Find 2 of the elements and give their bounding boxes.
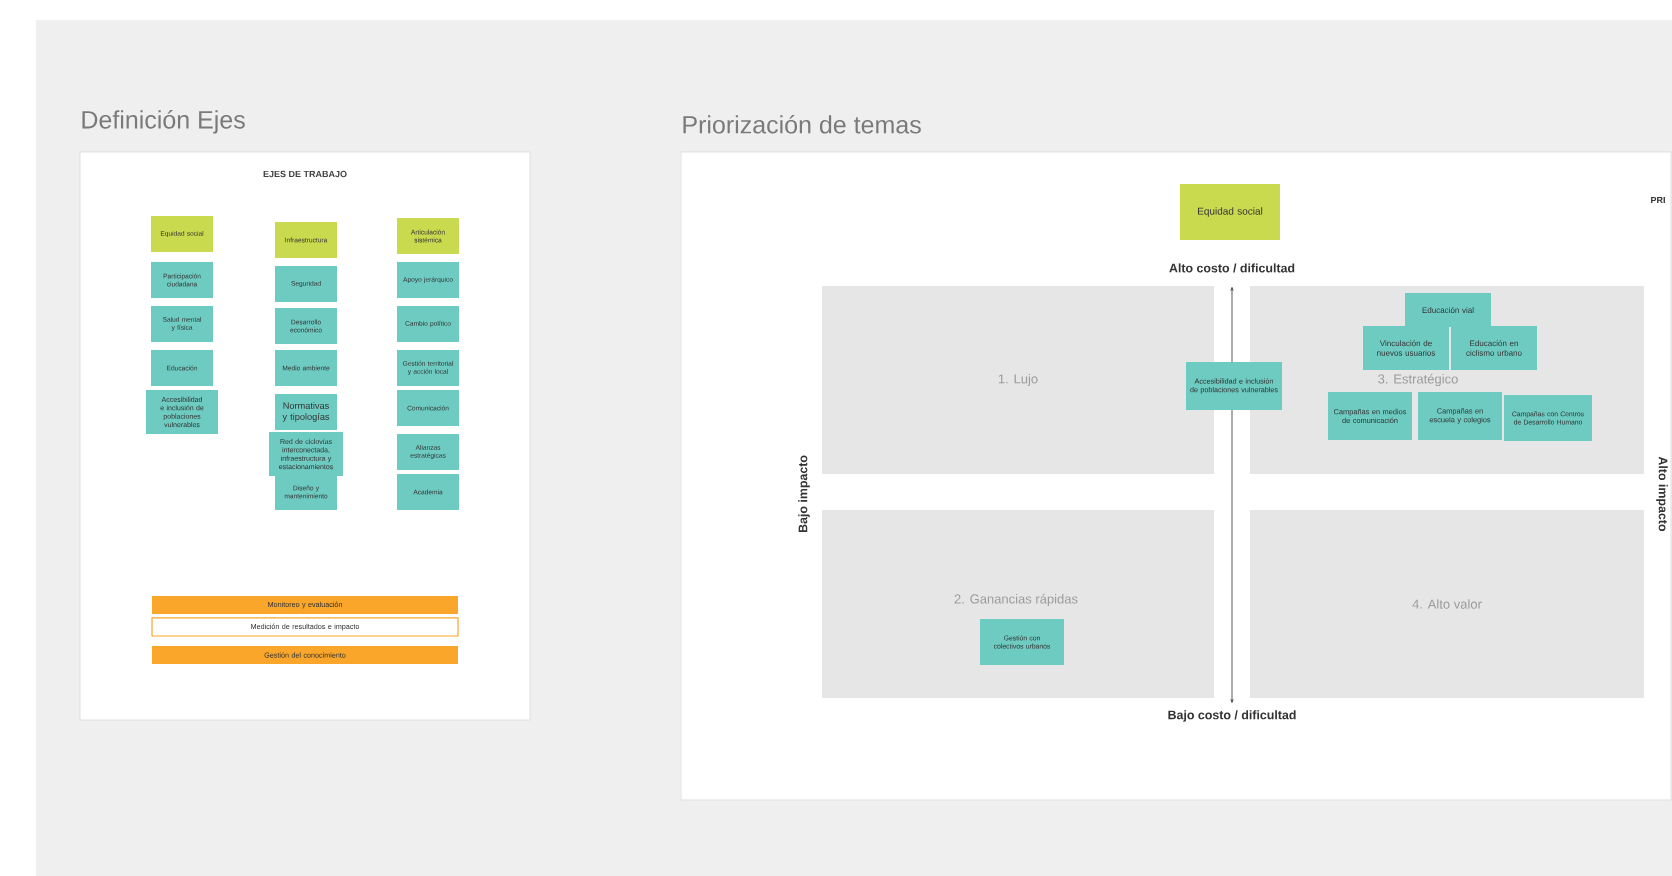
panel-title: Priorización de temas	[683, 114, 921, 134]
panel-title: Definición Ejes	[82, 110, 245, 134]
